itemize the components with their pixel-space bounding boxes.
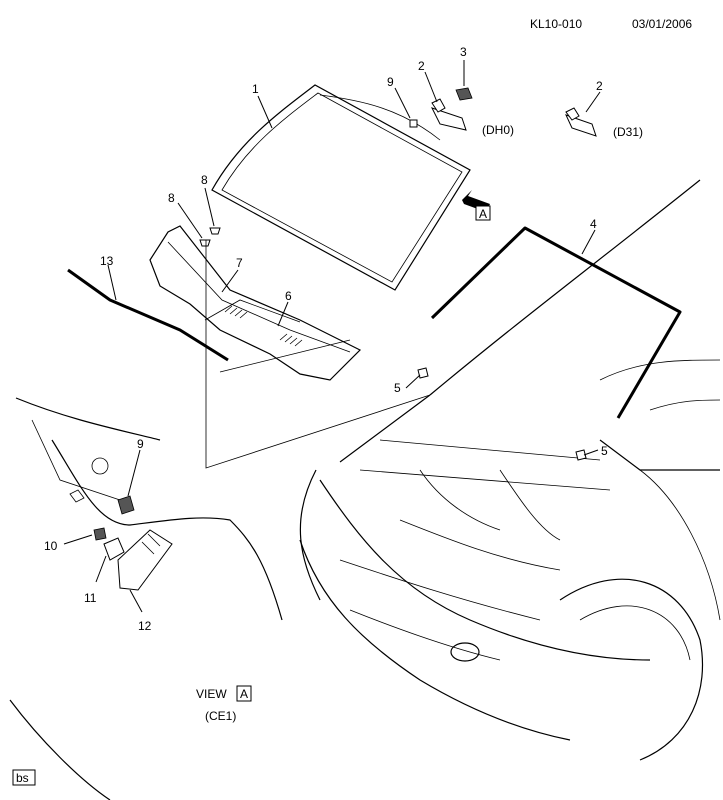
hood-bumper-right (575, 449, 587, 461)
callout-clip-lower: 8 (168, 191, 175, 205)
view-a-arrow-label: A (479, 207, 487, 221)
callout-mirror-pad: 9 (387, 75, 394, 89)
callout-mirror-d31: 2 (596, 79, 603, 93)
option-code-d31: (D31) (613, 125, 643, 139)
callout-clip-view: 10 (44, 539, 58, 553)
callout-bumper-left: 5 (394, 381, 401, 395)
option-code-ce1: (CE1) (205, 709, 236, 723)
callout-mirror-dh0: 2 (418, 59, 425, 73)
hood-bumper-left (417, 367, 429, 379)
view-a-inset (9, 397, 283, 800)
diagram-date: 03/01/2006 (632, 17, 692, 31)
rearview-mirror-dh0 (431, 98, 467, 131)
vehicle-body (299, 179, 721, 761)
view-a-arrow: A (462, 190, 491, 221)
view-cover-large-part (117, 529, 173, 591)
push-clip-lower (199, 239, 211, 247)
callout-clip-upper: 8 (201, 173, 208, 187)
callout-bumper-right: 5 (601, 444, 608, 458)
view-pad-part (117, 495, 135, 515)
callout-molding: 13 (100, 254, 114, 268)
windshield-glass (211, 84, 471, 291)
callout-cowl-panel: 6 (285, 289, 292, 303)
windshield-weatherstrip (430, 226, 682, 419)
mirror-pad (409, 119, 418, 128)
footer-tag-text: bs (16, 771, 29, 785)
leader-lines (63, 60, 601, 613)
view-caption-letter: A (240, 687, 248, 701)
callout-pad-view: 9 (137, 437, 144, 451)
footer-tag: bs (12, 769, 36, 786)
rearview-mirror-d31 (565, 107, 597, 137)
callout-windshield: 1 (252, 82, 259, 96)
diagram-reference: KL10-010 (530, 17, 582, 31)
option-code-dh0: (DH0) (482, 123, 514, 137)
windshield-lower-molding (67, 268, 229, 362)
callout-cover-view: 11 (84, 591, 97, 605)
callout-labels: 1 9 2 3 2 4 5 5 6 7 8 8 9 10 11 12 13 (44, 45, 608, 633)
cowl-grille-slots (224, 305, 303, 347)
view-caption-word: VIEW (196, 687, 227, 701)
view-cover-part (103, 537, 125, 561)
callout-weatherstrip: 4 (590, 217, 597, 231)
callout-mirror-cover: 3 (460, 45, 467, 59)
view-clip-part (93, 527, 107, 541)
push-clip-upper (209, 227, 221, 235)
view-a-caption: VIEW A (CE1) (196, 685, 252, 723)
projection-lines (205, 240, 431, 469)
cowl-grille-assembly (149, 225, 362, 381)
callout-cowl-grille: 7 (236, 256, 243, 270)
mirror-cover (455, 87, 473, 101)
callout-cover-large: 12 (138, 619, 152, 633)
